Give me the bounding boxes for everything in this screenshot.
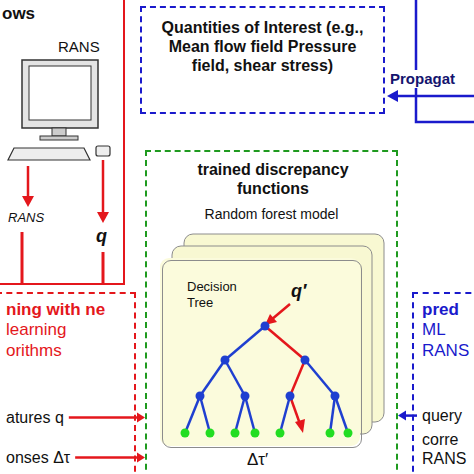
box-heading: pred ML RANS	[422, 300, 470, 361]
red-flow-arrows-part	[102, 160, 105, 214]
propagate-arrow-part	[387, 90, 398, 102]
decision-tree-part	[286, 392, 295, 401]
flow-arrow	[136, 413, 145, 423]
feature-symbol: q	[96, 226, 107, 248]
input-label: query	[422, 406, 462, 425]
decision-tree-part	[225, 360, 245, 396]
propagate-arrow-part	[396, 95, 474, 98]
arrow-shaft	[75, 456, 136, 459]
computer-icon-part	[96, 146, 110, 156]
output-symbol: Δτ′	[247, 450, 268, 470]
red-flow-arrows-part	[21, 232, 24, 284]
box-heading: Quantities of Interest (e.g., Mean flow …	[160, 18, 365, 76]
decision-tree-part	[301, 356, 310, 365]
decision-tree-part	[331, 392, 340, 401]
decision-tree-part	[295, 419, 305, 433]
computer-icon-part	[29, 66, 91, 120]
query-symbol: q′	[291, 281, 306, 303]
model-box-outline-part	[416, 0, 474, 122]
red-flow-arrows-part	[22, 196, 34, 207]
decision-tree-part	[221, 356, 230, 365]
arrow-part	[136, 416, 137, 419]
computer-icon-part	[40, 136, 78, 140]
arrow-label: Propagat	[389, 70, 456, 88]
training-box: ning with ne learning orithms atures q ons…	[0, 292, 136, 474]
box-heading: trained discrepancy functions	[183, 160, 363, 198]
decision-tree-part	[276, 429, 285, 438]
decision-tree-part	[181, 429, 190, 438]
decision-tree-part	[200, 360, 225, 396]
subscript-label: RANS	[8, 210, 44, 226]
decision-tree-part	[206, 429, 215, 438]
decision-tree-part	[290, 360, 305, 396]
input-label: atures q	[6, 408, 64, 427]
decision-tree-part	[200, 396, 210, 433]
arrow-part	[137, 453, 145, 463]
decision-tree-part	[271, 304, 290, 320]
decision-tree-part	[235, 396, 245, 433]
red-flow-arrows-part	[97, 212, 109, 223]
decision-tree-part	[330, 396, 335, 433]
prediction-box: pred ML RANS query corre RANS	[412, 292, 474, 474]
decision-tree-part	[245, 396, 255, 433]
tree-label: Decision Tree	[187, 279, 247, 310]
computer-icon	[8, 60, 110, 160]
stacked-cards-part	[160, 258, 360, 446]
tree-card: Decision Tree q′	[162, 260, 362, 448]
model-box: trained discrepancy functionsRandom fore…	[145, 150, 398, 474]
arrow-part	[137, 413, 145, 423]
output-box: Quantities of Interest (e.g., Mean flow …	[140, 6, 385, 114]
decision-tree-part	[196, 392, 205, 401]
computer-icon-part	[52, 128, 66, 136]
decision-tree-part	[251, 429, 260, 438]
input-label: onses Δτ	[6, 448, 70, 467]
decision-tree-part	[305, 360, 335, 396]
decision-tree-part	[344, 429, 353, 438]
stacked-cards	[160, 234, 384, 446]
decision-tree-part	[280, 396, 290, 433]
decision-tree-part	[261, 322, 270, 331]
flow-arrow	[398, 411, 412, 421]
decision-tree-part	[185, 396, 200, 433]
model-label: Random forest model	[147, 206, 396, 223]
model-box-outline	[416, 0, 474, 122]
red-flow-arrows-part	[27, 166, 30, 198]
flow-arrow	[136, 453, 145, 463]
decision-tree-part	[241, 392, 250, 401]
input-label: corre RANS	[422, 430, 466, 468]
decision-tree-part	[335, 396, 348, 433]
computer-icon-part	[22, 60, 98, 128]
computer-icon-part	[8, 148, 90, 160]
arrow-shaft	[69, 416, 136, 419]
decision-tree-part	[265, 326, 305, 360]
decision-tree-part	[225, 326, 265, 360]
box-heading: ows	[2, 4, 35, 24]
red-flow-arrows-part	[102, 252, 105, 284]
arrow-part	[136, 456, 137, 459]
box-heading: ning with ne learning orithms	[6, 300, 106, 361]
decision-tree-part	[231, 429, 240, 438]
propagate-arrow	[387, 90, 474, 102]
decision-tree	[181, 304, 353, 438]
rans-box: owsRANS RANS q	[0, 0, 125, 285]
decision-tree-part	[326, 429, 335, 438]
arrow-part	[398, 411, 406, 421]
computer-label: RANS	[58, 38, 100, 56]
